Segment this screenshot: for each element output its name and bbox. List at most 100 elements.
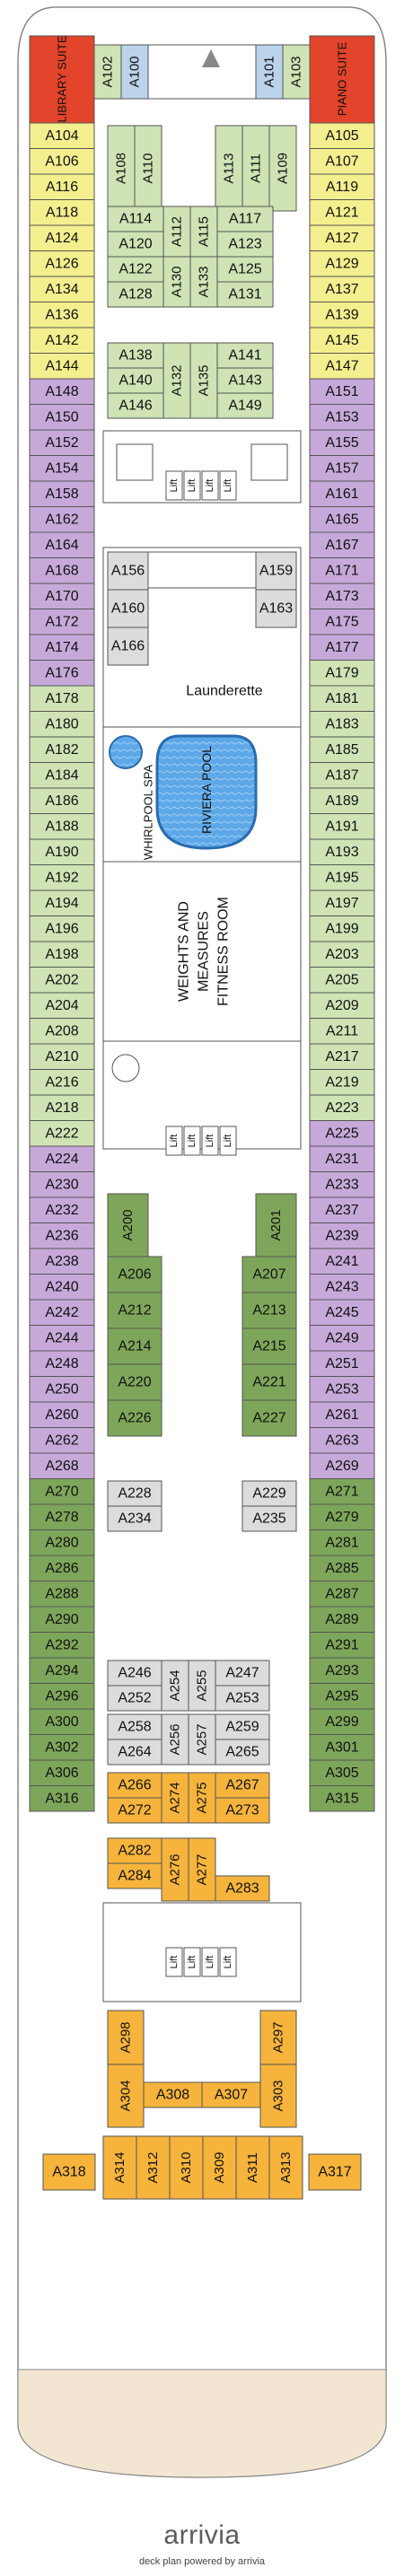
cabin-a254[interactable]: A254: [161, 1660, 189, 1712]
cabin-a308[interactable]: A308: [143, 2081, 203, 2108]
cabin-a260[interactable]: A260: [29, 1401, 95, 1428]
cabin-a188[interactable]: A188: [29, 813, 95, 840]
cabin-a173[interactable]: A173: [309, 583, 375, 609]
cabin-a291[interactable]: A291: [309, 1632, 375, 1659]
cabin-a121[interactable]: A121: [309, 199, 375, 226]
cabin-a282[interactable]: A282: [107, 1837, 162, 1864]
cabin-a179[interactable]: A179: [309, 660, 375, 687]
cabin-a192[interactable]: A192: [29, 864, 95, 891]
cabin-a137[interactable]: A137: [309, 276, 375, 302]
cabin-a270[interactable]: A270: [29, 1478, 95, 1505]
cabin-a123[interactable]: A123: [216, 231, 274, 258]
cabin-a318[interactable]: A318: [42, 2153, 96, 2191]
cabin-a131[interactable]: A131: [216, 281, 274, 308]
cabin-a247[interactable]: A247: [215, 1660, 270, 1687]
cabin-a316[interactable]: A316: [29, 1785, 95, 1812]
cabin-a208[interactable]: A208: [29, 1018, 95, 1045]
cabin-a211[interactable]: A211: [309, 1018, 375, 1045]
cabin-a228[interactable]: A228: [107, 1480, 162, 1507]
cabin-a157[interactable]: A157: [309, 455, 375, 482]
cabin-a266[interactable]: A266: [107, 1772, 162, 1799]
cabin-a317[interactable]: A317: [308, 2153, 362, 2191]
cabin-a142[interactable]: A142: [29, 327, 95, 354]
cabin-a134[interactable]: A134: [29, 276, 95, 302]
cabin-a251[interactable]: A251: [309, 1350, 375, 1377]
cabin-a290[interactable]: A290: [29, 1606, 95, 1633]
cabin-a248[interactable]: A248: [29, 1350, 95, 1377]
cabin-a216[interactable]: A216: [29, 1069, 95, 1096]
cabin-a296[interactable]: A296: [29, 1683, 95, 1710]
cabin-a301[interactable]: A301: [309, 1734, 375, 1761]
cabin-a103[interactable]: A103: [282, 44, 311, 100]
cabin-a249[interactable]: A249: [309, 1325, 375, 1352]
cabin-a276[interactable]: A276: [161, 1837, 189, 1902]
cabin-a125[interactable]: A125: [216, 256, 274, 283]
cabin-a183[interactable]: A183: [309, 711, 375, 738]
cabin-a139[interactable]: A139: [309, 302, 375, 329]
cabin-a298[interactable]: A298: [107, 2010, 145, 2065]
cabin-a275[interactable]: A275: [188, 1772, 216, 1824]
cabin-a303[interactable]: A303: [259, 2063, 297, 2128]
cabin-a212[interactable]: A212: [107, 1292, 162, 1329]
cabin-a209[interactable]: A209: [309, 992, 375, 1019]
cabin-a299[interactable]: A299: [309, 1708, 375, 1735]
cabin-a240[interactable]: A240: [29, 1274, 95, 1301]
cabin-a196[interactable]: A196: [29, 916, 95, 942]
cabin-a127[interactable]: A127: [309, 224, 375, 251]
cabin-a258[interactable]: A258: [107, 1713, 162, 1740]
cabin-a307[interactable]: A307: [201, 2081, 261, 2108]
cabin-a129[interactable]: A129: [309, 250, 375, 277]
cabin-a313[interactable]: A313: [268, 2135, 303, 2200]
cabin-a168[interactable]: A168: [29, 557, 95, 584]
cabin-a295[interactable]: A295: [309, 1683, 375, 1710]
cabin-a152[interactable]: A152: [29, 429, 95, 456]
cabin-a227[interactable]: A227: [242, 1399, 297, 1437]
cabin-a288[interactable]: A288: [29, 1581, 95, 1608]
cabin-a122[interactable]: A122: [107, 256, 164, 283]
cabin-a310[interactable]: A310: [169, 2135, 204, 2200]
cabin-a264[interactable]: A264: [107, 1739, 162, 1766]
cabin-a171[interactable]: A171: [309, 557, 375, 584]
cabin-a221[interactable]: A221: [242, 1363, 297, 1401]
cabin-a292[interactable]: A292: [29, 1632, 95, 1659]
cabin-a114[interactable]: A114: [107, 206, 164, 232]
cabin-a156[interactable]: A156: [107, 551, 149, 591]
cabin-a293[interactable]: A293: [309, 1657, 375, 1684]
cabin-a235[interactable]: A235: [242, 1505, 297, 1532]
cabin-a136[interactable]: A136: [29, 302, 95, 329]
cabin-a285[interactable]: A285: [309, 1555, 375, 1582]
cabin-a253[interactable]: A253: [309, 1376, 375, 1403]
cabin-a224[interactable]: A224: [29, 1145, 95, 1172]
cabin-a274[interactable]: A274: [161, 1772, 189, 1824]
cabin-a113[interactable]: A113: [215, 125, 243, 212]
cabin-a161[interactable]: A161: [309, 480, 375, 507]
cabin-a226[interactable]: A226: [107, 1399, 162, 1437]
cabin-a158[interactable]: A158: [29, 480, 95, 507]
cabin-a230[interactable]: A230: [29, 1171, 95, 1198]
cabin-a111[interactable]: A111: [242, 125, 270, 212]
cabin-a300[interactable]: A300: [29, 1708, 95, 1735]
cabin-a278[interactable]: A278: [29, 1503, 95, 1530]
cabin-a314[interactable]: A314: [102, 2135, 137, 2200]
cabin-a163[interactable]: A163: [255, 589, 297, 628]
cabin-a253[interactable]: A253: [215, 1685, 270, 1712]
cabin-a219[interactable]: A219: [309, 1069, 375, 1096]
cabin-piano-suite[interactable]: [309, 35, 375, 124]
cabin-a284[interactable]: A284: [107, 1862, 162, 1889]
cabin-a117[interactable]: A117: [216, 206, 274, 232]
cabin-a107[interactable]: A107: [309, 148, 375, 175]
cabin-a231[interactable]: A231: [309, 1145, 375, 1172]
cabin-a246[interactable]: A246: [107, 1660, 162, 1687]
cabin-a281[interactable]: A281: [309, 1529, 375, 1556]
cabin-a207[interactable]: A207: [242, 1256, 297, 1293]
cabin-a311[interactable]: A311: [235, 2135, 270, 2200]
cabin-a170[interactable]: A170: [29, 583, 95, 609]
cabin-a265[interactable]: A265: [215, 1739, 270, 1766]
cabin-a255[interactable]: A255: [188, 1660, 216, 1712]
cabin-a126[interactable]: A126: [29, 250, 95, 277]
cabin-a166[interactable]: A166: [107, 626, 149, 666]
cabin-a191[interactable]: A191: [309, 813, 375, 840]
cabin-a128[interactable]: A128: [107, 281, 164, 308]
cabin-a150[interactable]: A150: [29, 404, 95, 431]
cabin-a101[interactable]: A101: [255, 44, 284, 100]
